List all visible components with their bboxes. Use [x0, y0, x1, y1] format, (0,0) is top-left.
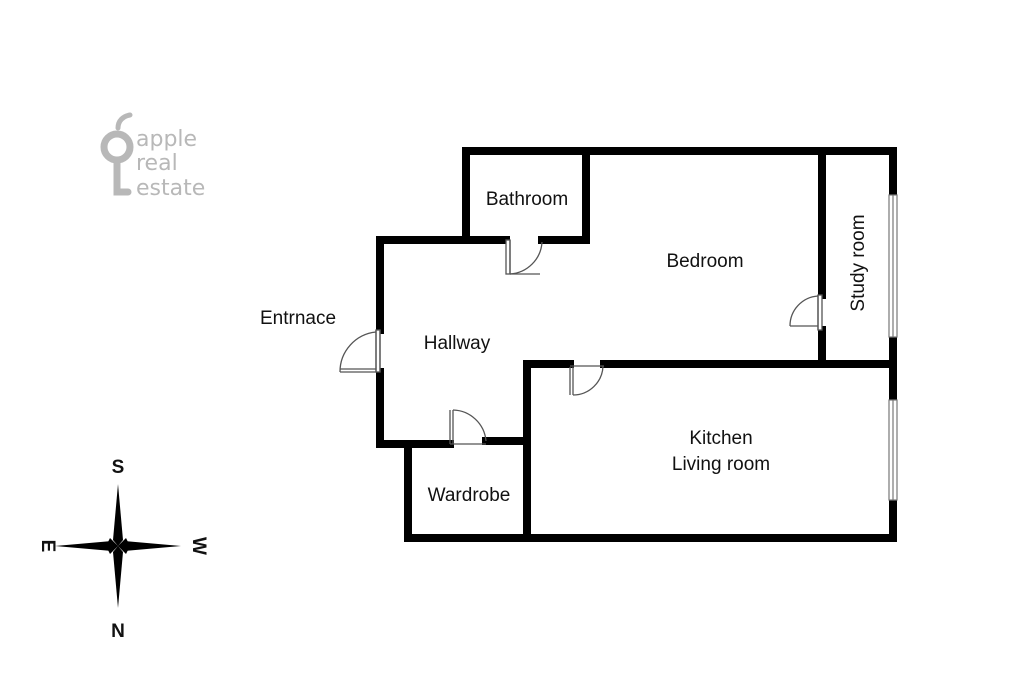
entrance-label: Entrnace [260, 308, 336, 329]
kitchen-door [569, 365, 604, 396]
logo-line-3: estate [136, 176, 205, 201]
hallway-label: Hallway [424, 333, 491, 354]
compass-top-label: S [112, 457, 125, 478]
apple-real-estate-logo: apple real estate [100, 112, 205, 201]
bedroom-door [789, 294, 823, 331]
logo-line-2: real [136, 151, 178, 176]
doors [339, 239, 823, 445]
wardrobe-door [449, 409, 487, 445]
compass-star-icon [55, 484, 181, 608]
kitchen-label: Kitchen [689, 428, 752, 449]
bathroom-label: Bathroom [486, 189, 568, 210]
bedroom-label: Bedroom [666, 251, 743, 272]
walls [376, 147, 897, 542]
wardrobe-label: Wardrobe [428, 485, 511, 506]
logo-line-1: apple [136, 127, 197, 152]
compass-right-label: W [188, 537, 209, 555]
living-room-label: Living room [672, 454, 770, 475]
entrance-door [339, 329, 381, 373]
room-labels: Bathroom Bedroom Study room Hallway Entr… [260, 189, 869, 506]
compass-rose: S N E W [37, 457, 209, 642]
key-icon [100, 112, 134, 196]
study-room-label: Study room [848, 214, 869, 311]
bathroom-door [505, 239, 543, 275]
compass-left-label: E [37, 540, 58, 553]
compass-bottom-label: N [111, 621, 125, 642]
windows [888, 194, 898, 501]
